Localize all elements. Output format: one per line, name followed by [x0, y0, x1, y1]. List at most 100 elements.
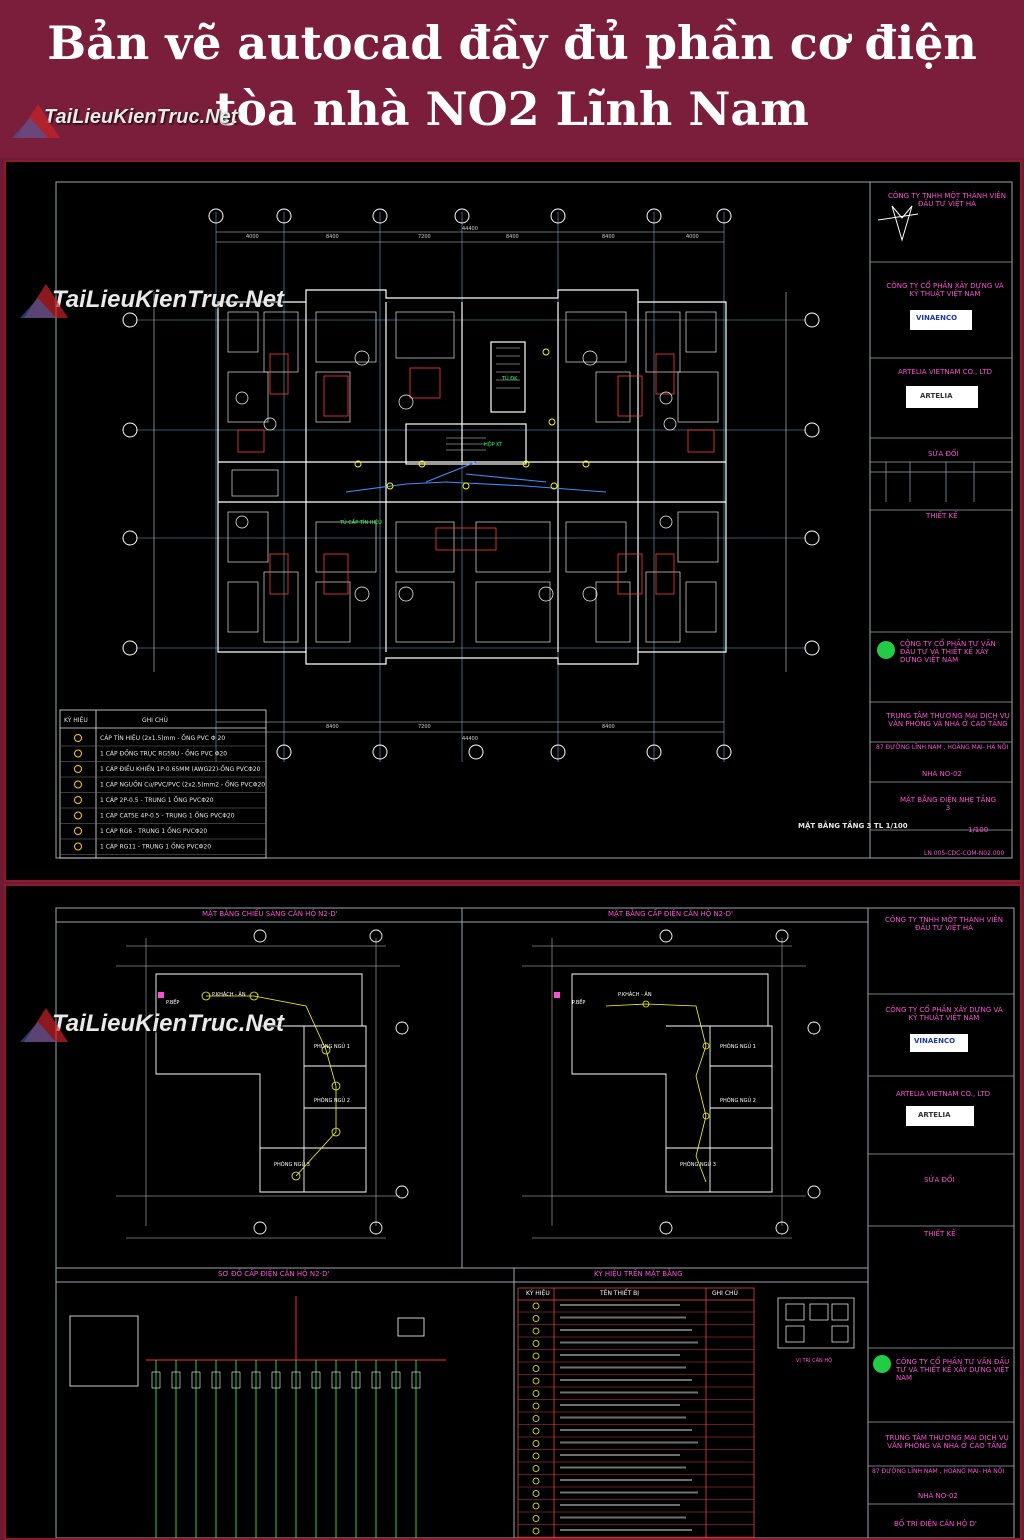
- symbols-col-symbol: KÝ HIỆU: [526, 1290, 550, 1297]
- legend-col-symbol: KÝ HIỆU: [64, 716, 88, 724]
- north-arrow-icon: [877, 205, 919, 242]
- breaker-icon: [151, 1371, 161, 1389]
- title-banner: Bản vẽ autocad đầy đủ phần cơ điện tòa n…: [0, 0, 1024, 158]
- tb1-owner: CÔNG TY TNHH MỘT THÀNH VIÊN ĐẦU TƯ VIỆT …: [888, 192, 1006, 208]
- symbol-icon: [532, 1477, 540, 1485]
- breaker-icon: [171, 1371, 181, 1389]
- tb1-consultant-logo: ARTELIA: [920, 392, 953, 400]
- breaker-icon: [251, 1371, 261, 1389]
- svg-text:4000: 4000: [686, 234, 699, 240]
- tb2-revision: SỬA ĐỔI: [924, 1176, 955, 1184]
- svg-text:8400: 8400: [602, 724, 615, 730]
- breaker-icon: [291, 1371, 301, 1389]
- symbol-icon: [532, 1352, 540, 1360]
- svg-text:HỘP KT: HỘP KT: [484, 441, 503, 448]
- symbol-icon: [532, 1340, 540, 1347]
- symbol-icon: [532, 1490, 540, 1497]
- legend-row: 1 CÁP 2P-0.5 - TRUNG 1 ỐNG PVCΦ20: [100, 796, 214, 804]
- tb1-consultant: ARTELIA VIETNAM CO., LTD: [898, 368, 993, 376]
- tb2-designer: CÔNG TY CỔ PHẦN TƯ VẤN ĐẦU TƯ VÀ THIẾT K…: [896, 1358, 1010, 1382]
- symbol-icon: [532, 1327, 540, 1335]
- legend-row: 1 CÁP ĐIỀU KHIỂN 1P-0.65MM (AWG22)-ỐNG P…: [100, 765, 261, 773]
- legend-rows: CÁP TÍN HIỆU (2x1.5)mm - ỐNG PVC Φ 20 1 C…: [60, 734, 266, 855]
- tb1-address: 87 ĐƯỜNG LĨNH NAM , HOÀNG MAI- HÀ NỘI: [876, 744, 1009, 751]
- legend-symbol-icon: [74, 765, 82, 773]
- breaker-icon: [231, 1371, 241, 1389]
- plan2-title: MẶT BẰNG CẤP ĐIỆN CĂN HỘ N2-D': [608, 910, 733, 918]
- symbol-icon: [532, 1427, 540, 1435]
- room-living-2: P.KHÁCH - ĂN: [618, 992, 652, 998]
- tb1-design: THIẾT KẾ: [926, 512, 958, 520]
- tb2-contractor: CÔNG TY CỔ PHẦN XÂY DỰNG VÀ KỸ THUẬT VIỆ…: [885, 1006, 1003, 1022]
- symbols-col-name: TÊN THIẾT BỊ: [600, 1290, 640, 1297]
- title-line-2: tòa nhà NO2 Lĩnh Nam: [215, 82, 809, 136]
- symbol-icon: [532, 1452, 540, 1460]
- tb2-address: 87 ĐƯỜNG LĨNH NAM , HOÀNG MAI- HÀ NỘI: [872, 1468, 1005, 1475]
- breaker-icon: [371, 1371, 381, 1389]
- breaker-icon: [351, 1371, 361, 1389]
- legend-frame: [59, 709, 267, 859]
- breaker-icon: [211, 1371, 221, 1389]
- legend-row: 1 CÁP RG11 - TRUNG 1 ỐNG PVCΦ20: [100, 843, 211, 851]
- tb1-revision: SỬA ĐỔI: [928, 450, 959, 458]
- title-line-1: Bản vẽ autocad đầy đủ phần cơ điện: [47, 16, 977, 70]
- tb1-scale: 1/100: [968, 826, 989, 834]
- svg-text:7200: 7200: [418, 234, 431, 240]
- tb1-drawing: MẶT BẰNG ĐIỆN NHẸ TẦNG 3: [899, 796, 997, 812]
- breaker-icon: [411, 1371, 421, 1389]
- room-bed-3: PHÒNG NGỦ 3: [274, 1162, 310, 1168]
- svg-text:8400: 8400: [326, 234, 339, 240]
- consultant-logo-2: [906, 1106, 974, 1126]
- watermark-1: TaiLieuKienTruc.Net: [12, 104, 237, 138]
- breaker-icon: [191, 1371, 201, 1389]
- symbol-icon: [532, 1465, 540, 1472]
- symbol-icon: [532, 1502, 540, 1510]
- svg-text:8400: 8400: [326, 724, 339, 730]
- room-bed-1-b: PHÒNG NGỦ 1: [720, 1044, 756, 1050]
- tb2-owner: CÔNG TY TNHH MỘT THÀNH VIÊN ĐẦU TƯ VIỆT …: [885, 916, 1003, 932]
- symbol-icon: [532, 1365, 540, 1372]
- floor-plan-drawing: TỦ CẤP TÍN HIỆU TỦ ĐK HỘP KT 40008400720…: [55, 181, 1013, 859]
- legend-symbol-icon: [74, 749, 82, 758]
- room-living: P.KHÁCH - ĂN: [212, 992, 246, 998]
- symbols-title: KÝ HIỆU TRÊN MẶT BẰNG: [594, 1270, 683, 1278]
- room-bed-1: PHÒNG NGỦ 1: [314, 1044, 350, 1050]
- plan-caption: MẶT BẰNG TẦNG 3 TL 1/100: [798, 820, 908, 830]
- watermark-text: TaiLieuKienTruc.Net: [52, 1010, 285, 1037]
- tb1-contractor: CÔNG TY CỔ PHẦN XÂY DỰNG VÀ KỸ THUẬT VIỆ…: [886, 282, 1004, 298]
- room-bed-2: PHÒNG NGỦ 2: [314, 1098, 350, 1104]
- legend-row: 1 CÁP RG6 - TRUNG 1 ỐNG PVCΦ20: [100, 827, 207, 835]
- svg-text:44400: 44400: [462, 226, 478, 232]
- breaker-icon: [271, 1371, 281, 1389]
- watermark-3: TaiLieuKienTruc.Net: [20, 1008, 285, 1042]
- symbol-icon: [532, 1377, 540, 1385]
- room-bed-2-b: PHÒNG NGỦ 2: [720, 1098, 756, 1104]
- key-plan-caption: VỊ TRÍ CĂN HỘ: [796, 1357, 832, 1364]
- consultant-logo: [906, 386, 978, 408]
- breaker-icon: [331, 1371, 341, 1389]
- contractor-logo: [910, 310, 972, 330]
- legend-row: 1 CÁP NGUỒN Cu/PVC/PVC (2x2.5)mm2 - ỐNG …: [100, 780, 265, 789]
- legend-symbol-icon: [74, 811, 82, 820]
- breaker-icon: [391, 1371, 401, 1389]
- legend-row: CÁP TÍN HIỆU (2x1.5)mm - ỐNG PVC Φ 20: [100, 734, 225, 742]
- tb2-project: TRUNG TÂM THƯƠNG MẠI DỊCH VỤ VĂN PHÒNG V…: [885, 1434, 1009, 1450]
- room-kitchen-2: P.BẾP: [572, 1000, 586, 1006]
- apartment-electrical-drawing: VỊ TRÍ CĂN HỘ: [55, 907, 1015, 1538]
- svg-text:44400: 44400: [462, 736, 478, 742]
- designer-logo-icon-2: [873, 1355, 891, 1373]
- tb2-consultant: ARTELIA VIETNAM CO., LTD: [896, 1090, 991, 1098]
- designer-logo-icon: [877, 641, 895, 659]
- tb2-drawing: BỐ TRÍ ĐIỆN CĂN HỘ D': [894, 1520, 977, 1528]
- contractor-logo-2: [910, 1034, 968, 1052]
- key-plan: [777, 1297, 855, 1349]
- svg-text:TỦ ĐK: TỦ ĐK: [501, 374, 518, 382]
- room-kitchen: P.BẾP: [166, 1000, 180, 1006]
- symbol-icon: [532, 1315, 540, 1322]
- single-line-feeders: [151, 1360, 421, 1538]
- cad-sheet-apartment-electrical: VỊ TRÍ CĂN HỘ MẶT BẰNG CHIẾU SÁNG CĂN HỘ…: [4, 884, 1022, 1540]
- tb1-project: TRUNG TÂM THƯƠNG MẠI DỊCH VỤ VĂN PHÒNG V…: [886, 712, 1010, 728]
- legend-col-note: GHI CHÚ: [142, 717, 168, 724]
- svg-text:7200: 7200: [418, 724, 431, 730]
